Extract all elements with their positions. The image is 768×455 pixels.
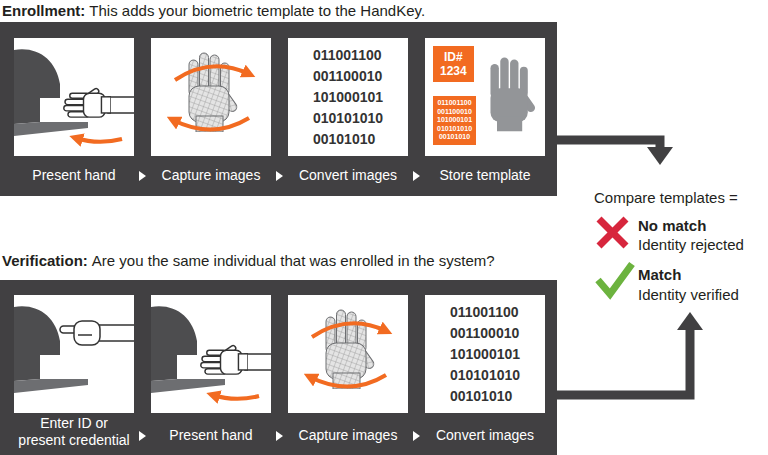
panel-heading: Enrollment:This adds your biometric temp… — [2, 2, 425, 20]
compare-label: Compare templates = — [594, 189, 738, 207]
step-caption: Store template — [410, 167, 560, 184]
present-hand-picture — [14, 38, 134, 156]
step-box: Enter ID or present credential — [14, 295, 134, 413]
step-triangle — [139, 431, 146, 441]
capture-picture — [288, 295, 408, 413]
flow-arrow — [557, 140, 673, 165]
result-slot: Identity verified — [638, 286, 739, 304]
heading-text: Are you the same individual that was enr… — [92, 252, 495, 269]
step-caption: Present hand — [0, 167, 149, 184]
step-triangle — [276, 171, 283, 181]
id-tag: ID# 1234 — [433, 46, 474, 82]
step-box: Capture images — [151, 38, 271, 156]
result-slot: No match — [638, 217, 706, 235]
step-box: Present hand — [151, 295, 271, 413]
capture-picture — [151, 38, 271, 156]
result-title: No match — [638, 217, 706, 235]
caption-slot: Present hand — [0, 167, 149, 184]
heading-label: Verification: — [2, 252, 88, 269]
binary-data: 011001100 001100010 101000101 010101010 … — [313, 45, 383, 150]
step-arrow — [276, 431, 283, 441]
step-caption: Capture images — [273, 427, 423, 444]
tag-text: ID# 1234 — [440, 50, 467, 78]
caption-slot: Present hand — [136, 427, 286, 444]
step-arrow — [139, 171, 146, 181]
step-box: Present hand — [14, 38, 134, 156]
result-text: Identity verified — [638, 286, 739, 304]
flow-line — [557, 140, 660, 149]
verify-check — [598, 264, 632, 294]
caption-slot: Enter ID or present credential — [17, 415, 131, 449]
binary-data: 011001100 001100010 101000101 010101010 … — [450, 302, 520, 407]
result-slot: Identity rejected — [638, 236, 744, 254]
step-triangle — [276, 431, 283, 441]
data-slot: 011001100 001100010 101000101 010101010 … — [425, 295, 545, 413]
step-caption: Convert images — [410, 427, 560, 444]
step-arrow — [139, 431, 146, 441]
result-panel: Compare templates = No matchIdentity reje… — [592, 165, 766, 312]
step-arrow — [413, 171, 420, 181]
step-caption: Present hand — [136, 427, 286, 444]
reject-cross — [599, 219, 626, 246]
step-triangle — [413, 171, 420, 181]
process-panel: Verification:Are you the same individual… — [0, 250, 557, 455]
template-data: 011001100 001100010 101000101 010101010 … — [433, 96, 476, 145]
arrow-head — [677, 312, 703, 330]
caption-slot: Capture images — [273, 427, 423, 444]
result-slot: Compare templates = — [594, 189, 738, 207]
arrow-head — [647, 147, 673, 165]
flow-line — [557, 328, 690, 395]
flow-arrow — [557, 312, 703, 395]
caption-slot: Convert images — [273, 167, 423, 184]
step-triangle — [139, 171, 146, 181]
step-box: 011001100 001100010 101000101 010101010 … — [288, 38, 408, 156]
tag-text: 011001100 001100010 101000101 010101010 … — [437, 99, 472, 142]
step-box: 011001100 001100010 101000101 010101010 … — [425, 295, 545, 413]
heading-label: Enrollment: — [2, 2, 85, 19]
result-slot: Match — [638, 266, 681, 284]
panel-heading: Verification:Are you the same individual… — [2, 252, 495, 270]
heading-text: This adds your biometric template to the… — [89, 2, 425, 19]
caption-slot: Store template — [410, 167, 560, 184]
credential-picture — [14, 295, 134, 413]
step-caption: Convert images — [273, 167, 423, 184]
caption-slot: Convert images — [410, 427, 560, 444]
process-panel: Enrollment:This adds your biometric temp… — [0, 0, 557, 196]
step-arrow — [276, 171, 283, 181]
data-slot: 011001100 001100010 101000101 010101010 … — [288, 38, 408, 156]
present-hand-picture — [151, 295, 271, 413]
step-caption: Enter ID or present credential — [17, 415, 131, 449]
result-title: Match — [638, 266, 681, 284]
caption-slot: Capture images — [136, 167, 286, 184]
step-arrow — [413, 431, 420, 441]
step-box: Store templateID# 1234011001100 00110001… — [425, 38, 545, 156]
step-triangle — [413, 431, 420, 441]
step-box: Capture images — [288, 295, 408, 413]
result-text: Identity rejected — [638, 236, 744, 254]
step-caption: Capture images — [136, 167, 286, 184]
